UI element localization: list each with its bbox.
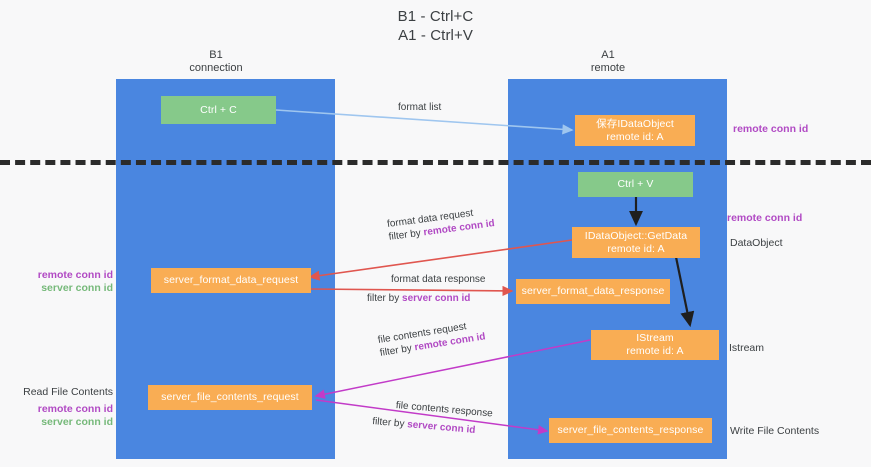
filter-prefix: filter by	[371, 416, 408, 431]
filter-key: server conn id	[402, 293, 471, 304]
node-server-file-contents-request-label: server_file_contents_request	[161, 391, 299, 403]
node-save-idataobject-line1: 保存IDataObject	[596, 117, 674, 130]
column-header-b1-sub: connection	[189, 62, 243, 74]
node-getdata-line1: IDataObject::GetData	[584, 229, 688, 242]
node-istream-line1: IStream	[636, 332, 674, 344]
column-header-a1: A1 remote	[508, 49, 708, 75]
node-server-file-contents-response-label: server_file_contents_response	[557, 424, 704, 436]
node-save-idataobject[interactable]: 保存IDataObject remote id: A	[575, 115, 695, 146]
node-istream[interactable]: IStream remote id: A	[591, 330, 719, 360]
edge-label-format-list: format list	[398, 101, 441, 114]
edge-label-file-contents-response-plain: file contents response	[395, 400, 494, 420]
column-header-b1: B1 connection	[116, 49, 316, 75]
column-header-b1-name: B1	[209, 49, 223, 61]
edge-label-format-data-request: format data request filter by remote con…	[386, 204, 495, 244]
node-server-file-contents-response[interactable]: server_file_contents_response	[549, 418, 712, 443]
node-ctrl-v[interactable]: Ctrl + V	[578, 172, 693, 197]
node-istream-line2: remote id: A	[626, 345, 684, 357]
node-server-format-data-response-label: server_format_data_response	[521, 285, 665, 297]
column-header-a1-name: A1	[601, 49, 615, 61]
label-write-file-contents: Write File Contents	[730, 425, 820, 437]
edge-label-format-data-response-filter: filter by server conn id	[367, 292, 486, 305]
edge-label-file-contents-request: file contents request filter by remote c…	[377, 317, 486, 359]
node-server-file-contents-request[interactable]: server_file_contents_request	[148, 385, 312, 410]
label-dataobject: DataObject	[730, 237, 783, 249]
label-remote-conn-id-mid: remote conn id	[727, 212, 803, 224]
node-getdata-line2: remote id: A	[607, 242, 665, 255]
section-divider	[0, 160, 871, 165]
node-idataobject-getdata[interactable]: IDataObject::GetData remote id: A	[572, 227, 700, 258]
filter-prefix: filter by	[367, 293, 403, 304]
title-line-2: A1 - Ctrl+V	[398, 27, 473, 44]
label-server-conn-id-left-1: server conn id	[41, 282, 113, 294]
edge-label-format-data-response-plain: format data response	[391, 274, 486, 285]
node-save-idataobject-line2: remote id: A	[606, 130, 664, 143]
edge-label-format-list-text: format list	[398, 102, 442, 113]
node-ctrl-v-label: Ctrl + V	[617, 178, 654, 190]
node-ctrl-c-label: Ctrl + C	[200, 103, 237, 116]
label-istream: Istream	[729, 342, 765, 354]
title-line-1: B1 - Ctrl+C	[397, 8, 474, 25]
edge-label-file-contents-response: file contents response filter by server …	[372, 399, 494, 438]
node-server-format-data-request-label: server_format_data_request	[163, 274, 299, 286]
node-server-format-data-response[interactable]: server_format_data_response	[516, 279, 670, 304]
filter-prefix: filter by	[388, 227, 425, 243]
node-server-format-data-request[interactable]: server_format_data_request	[151, 268, 311, 293]
label-remote-conn-id-left-2: remote conn id	[37, 403, 113, 415]
label-remote-conn-id-top: remote conn id	[733, 123, 809, 135]
label-read-file-contents: Read File Contents	[23, 386, 113, 398]
node-ctrl-c[interactable]: Ctrl + C	[161, 96, 276, 124]
column-header-a1-sub: remote	[590, 62, 626, 74]
edge-label-format-data-response: format data response filter by server co…	[367, 273, 486, 305]
page-title: B1 - Ctrl+C A1 - Ctrl+V	[0, 7, 871, 45]
label-remote-conn-id-left-1: remote conn id	[37, 269, 113, 281]
label-server-conn-id-left-2: server conn id	[41, 416, 113, 428]
filter-key: server conn id	[406, 419, 476, 437]
